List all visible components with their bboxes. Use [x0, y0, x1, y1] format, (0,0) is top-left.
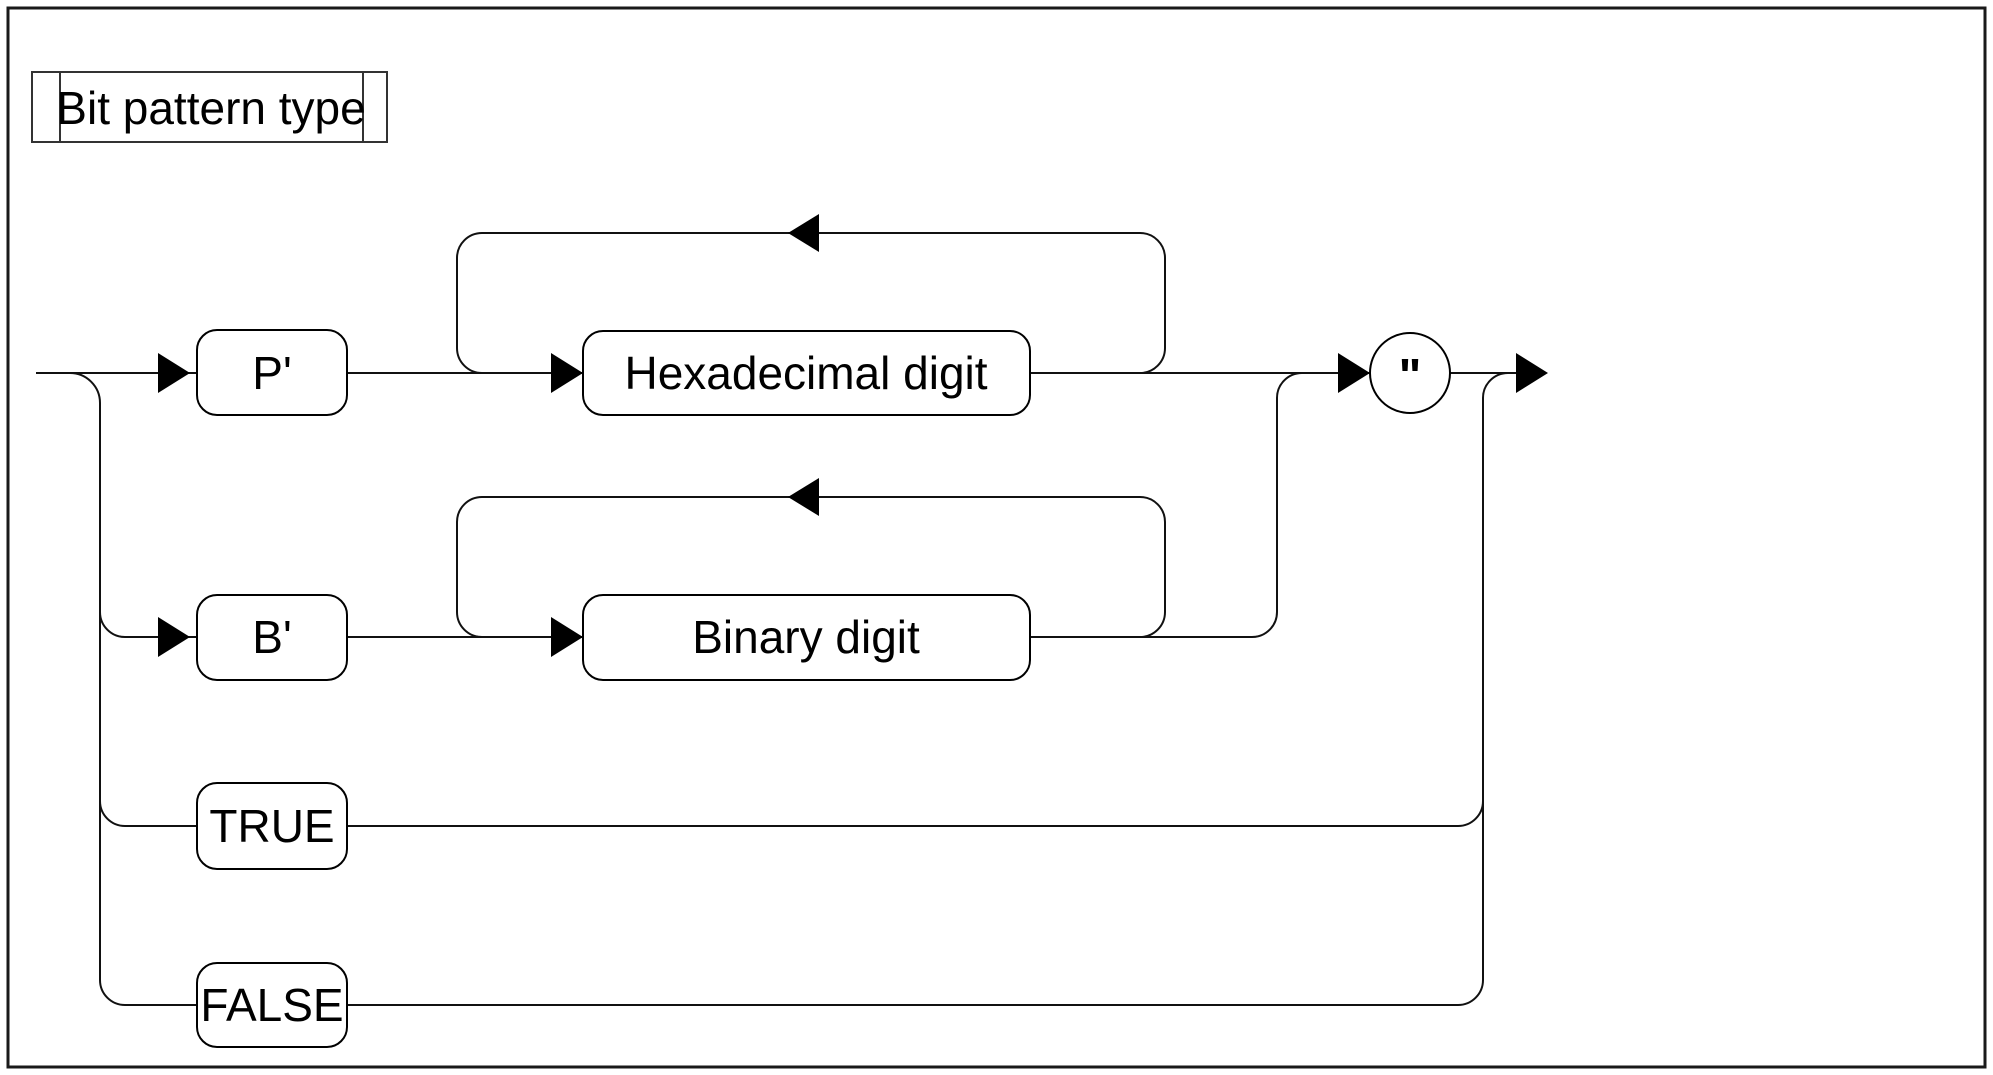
hex-loop-return-arrow-icon [788, 214, 819, 252]
node-binary-digit: Binary digit [582, 594, 1031, 681]
node-hexadecimal-digit: Hexadecimal digit [582, 330, 1031, 416]
p-prefix-label: P' [252, 347, 291, 399]
closing-quote-circle [1369, 332, 1451, 414]
true-box [196, 782, 348, 870]
binary-digit-box [582, 594, 1031, 681]
hex-entry-arrow-icon [551, 353, 583, 393]
binary-loop-return-arrow-icon [788, 478, 819, 516]
node-b-prefix: B' [196, 594, 348, 681]
diagram-title: Bit pattern type [56, 82, 365, 134]
node-false: FALSE [196, 962, 348, 1048]
branch-curve-to-true-row [99, 800, 197, 827]
true-label: TRUE [209, 800, 334, 852]
node-true: TRUE [196, 782, 348, 870]
node-closing-quote: " [1369, 332, 1451, 414]
binary-entry-arrow-icon [551, 617, 583, 657]
title-box-rect [31, 71, 388, 143]
left-branch-rail [69, 372, 197, 1006]
diagram-end-arrow-icon [1516, 353, 1548, 393]
hexadecimal-digit-label: Hexadecimal digit [624, 347, 987, 399]
false-row-rail-and-rejoin [125, 372, 1509, 1006]
row1-entry-arrow-icon [158, 353, 190, 393]
closing-quote-label: " [1399, 350, 1422, 403]
false-box [196, 962, 348, 1048]
false-label: FALSE [200, 979, 343, 1031]
hexadecimal-digit-box [582, 330, 1031, 416]
quote-entry-arrow-icon [1338, 353, 1370, 393]
branch-curve-to-b-row [99, 611, 197, 638]
diagram-border [6, 6, 1987, 1069]
p-prefix-box [196, 329, 348, 416]
b-prefix-label: B' [252, 611, 291, 663]
title-box: Bit pattern type [31, 71, 388, 143]
node-p-prefix: P' [196, 329, 348, 416]
binary-digit-label: Binary digit [692, 611, 920, 663]
b-row-rail-and-rejoin [125, 372, 1303, 638]
row2-entry-arrow-icon [158, 617, 190, 657]
b-prefix-box [196, 594, 348, 681]
